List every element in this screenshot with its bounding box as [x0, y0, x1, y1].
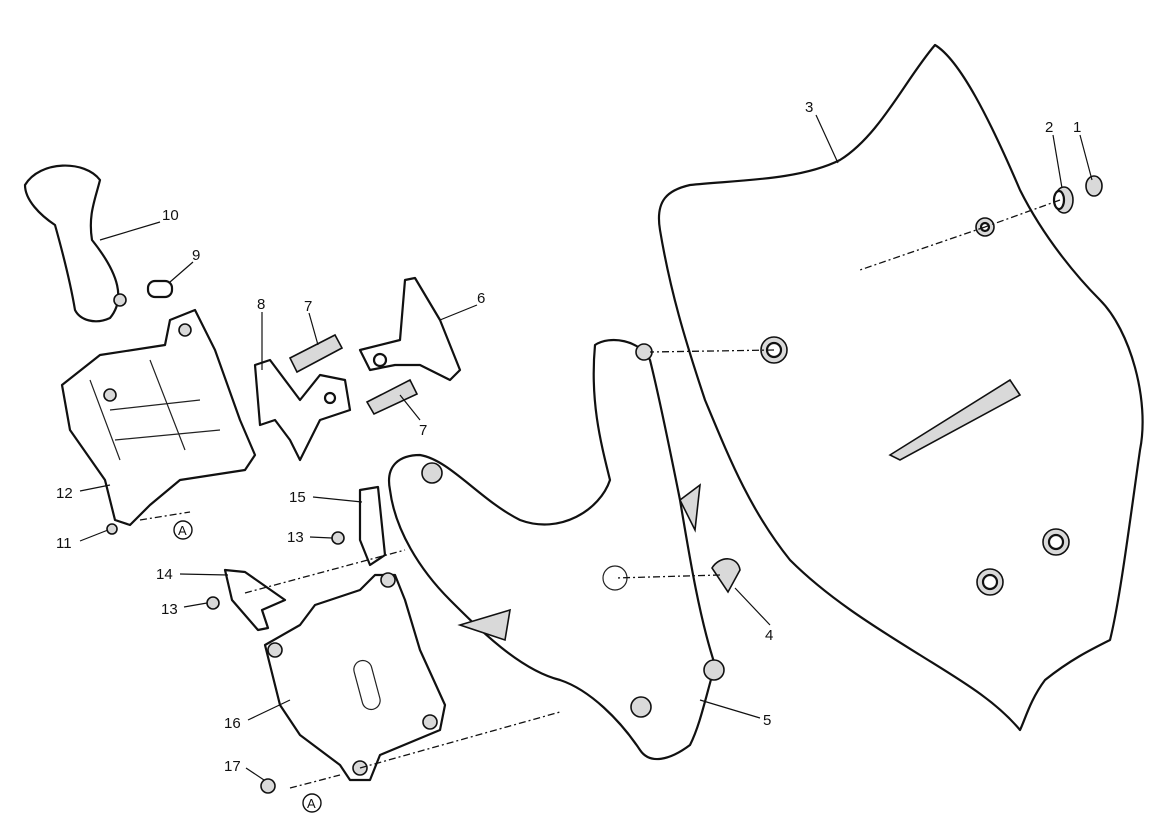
callout-13-upper: 13: [287, 529, 304, 546]
callout-8: 8: [257, 296, 265, 313]
screw-part-11: [106, 523, 118, 535]
screw-part-13-upper: [331, 531, 345, 545]
spacer-part-2: [1052, 186, 1074, 214]
callout-16: 16: [224, 715, 241, 732]
view-mark-circle: [302, 793, 322, 813]
callout-1: 1: [1073, 119, 1081, 136]
callout-7-lower: 7: [419, 422, 427, 439]
screw-part-1: [1085, 175, 1103, 197]
cap-part-9: [146, 279, 174, 299]
callout-4: 4: [765, 627, 773, 644]
view-mark-a-lower: A: [307, 796, 316, 811]
screw-part-13-lower: [206, 596, 220, 610]
callout-5: 5: [763, 712, 771, 729]
bracket-part-12: [60, 308, 257, 527]
callout-3: 3: [805, 99, 813, 116]
callout-15: 15: [289, 489, 306, 506]
view-mark-circle: [173, 520, 193, 540]
stud-part-7-lower: [365, 378, 419, 416]
callout-11: 11: [56, 535, 72, 552]
bracket-part-6: [358, 276, 462, 382]
callout-10: 10: [162, 207, 179, 224]
assembly-line: [649, 349, 775, 353]
assembly-line: [289, 774, 341, 789]
callout-9: 9: [192, 247, 200, 264]
callout-7-upper: 7: [304, 298, 312, 315]
stud-part-7-upper: [288, 333, 344, 374]
view-mark-a-upper: A: [178, 523, 187, 538]
cover-part-10: [23, 164, 127, 323]
leader-lines: [79, 114, 1093, 781]
rubber-part-4: [711, 558, 741, 594]
windscreen-part-3: [657, 43, 1144, 732]
assembly-line: [614, 574, 721, 579]
assembly-line: [859, 226, 986, 271]
assembly-line: [359, 711, 561, 769]
assembly-line: [244, 549, 406, 594]
callout-2: 2: [1045, 119, 1053, 136]
bracket-part-14: [223, 568, 287, 632]
bracket-part-8: [253, 358, 352, 462]
callout-12: 12: [56, 485, 73, 502]
bracket-part-15: [358, 485, 387, 567]
callout-13-lower: 13: [161, 601, 178, 618]
assembly-line: [139, 511, 191, 521]
screw-part-17: [260, 778, 276, 794]
headlight-bracket-part-5: [387, 338, 725, 761]
control-unit-part-16: [263, 572, 447, 782]
callout-17: 17: [224, 758, 241, 775]
callout-14: 14: [156, 566, 173, 583]
callout-6: 6: [477, 290, 485, 307]
assembly-line: [984, 199, 1061, 228]
